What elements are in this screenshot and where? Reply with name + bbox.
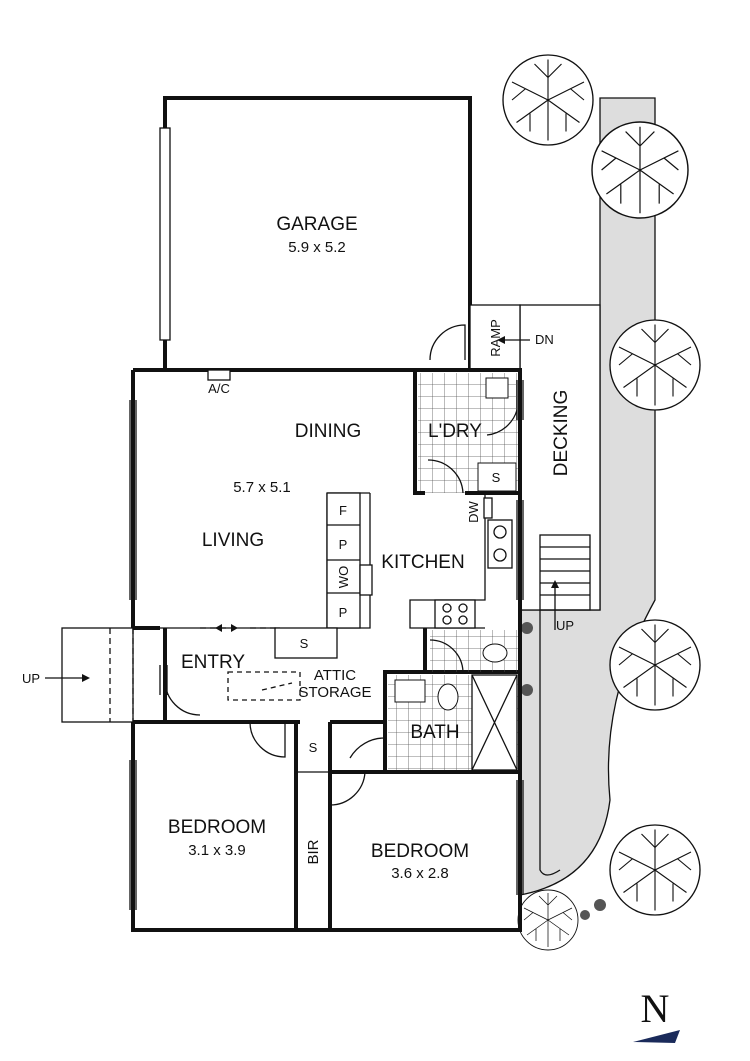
garage-size: 5.9 x 5.2 [288,239,346,256]
bedroom1-label: BEDROOM [168,817,266,838]
bir-label: BIR [305,839,322,864]
garage-label: GARAGE [276,214,357,235]
wall-oven-label: WO [336,566,351,588]
fridge-label: F [339,503,347,518]
attic-hatch [227,671,301,701]
living-size: 5.7 x 5.1 [233,479,291,496]
attic-label-2: STORAGE [298,684,371,701]
dishwasher-label: DW [466,500,481,522]
north-arrow-icon [633,1030,680,1043]
attic-label: ATTIC [314,667,356,684]
living-label: LIVING [202,530,264,551]
kitchen-label: KITCHEN [381,552,464,573]
laundry-label: L'DRY [428,421,482,442]
bath-label: BATH [410,722,459,743]
pantry-label: P [339,605,348,620]
kitchen-bench [274,492,520,659]
laundry-storage-label: S [492,470,501,485]
compass: N [633,986,680,1043]
pantry-label: P [339,537,348,552]
deck-up-label: UP [556,618,574,633]
garage [159,96,521,371]
bedroom1-size: 3.1 x 3.9 [188,842,246,859]
entry-porch [61,627,134,723]
hall-storage-label: S [309,740,318,755]
ac-label: A/C [208,381,230,396]
decking-label: DECKING [551,390,572,477]
shrub-icon [521,622,606,920]
north-label: N [641,986,670,1031]
entry-label: ENTRY [181,652,245,673]
deck-stairs [539,534,591,611]
bathroom [349,628,520,774]
bedroom2-size: 3.6 x 2.8 [391,865,449,882]
dining-label: DINING [295,421,362,442]
arrows [45,336,559,682]
entry-up-label: UP [22,671,40,686]
storage-label: S [300,636,309,651]
bedroom2-label: BEDROOM [371,841,469,862]
ramp-label: RAMP [488,319,503,357]
dn-label: DN [535,332,554,347]
bedroom-walls [294,722,385,930]
